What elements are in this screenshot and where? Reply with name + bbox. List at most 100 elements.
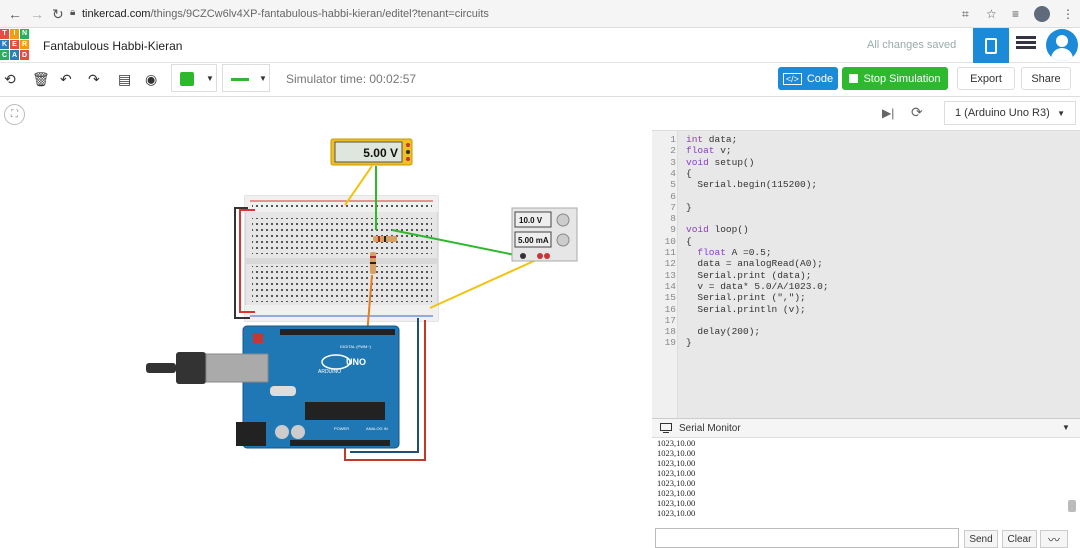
supply-voltage: 10.0 V: [519, 216, 543, 225]
serial-monitor-output[interactable]: [652, 438, 1080, 523]
line-number: 9: [670, 224, 676, 236]
code-button[interactable]: </> Code: [778, 67, 838, 90]
logo-letter: K: [0, 39, 9, 50]
redo-icon[interactable]: ↷: [88, 71, 100, 87]
line-number: 19: [664, 337, 676, 349]
circuit-drawing: 5.00 V 10.0 V 5.00 mA UNO ARDUINO DIGITA: [146, 138, 578, 461]
user-avatar[interactable]: [1046, 29, 1078, 61]
rotate-icon[interactable]: ⟲: [4, 71, 16, 87]
logo-letter: A: [10, 50, 19, 60]
line-number: 13: [664, 269, 676, 281]
export-button[interactable]: Export: [957, 67, 1015, 90]
line-number: 17: [664, 314, 676, 326]
delete-icon[interactable]: 🗑︎: [32, 71, 50, 87]
browser-profile-avatar[interactable]: [1034, 6, 1050, 22]
stop-simulation-button[interactable]: Stop Simulation: [842, 67, 948, 90]
code-line[interactable]: delay(200);: [686, 326, 761, 338]
line-number: 8: [670, 213, 676, 225]
code-line[interactable]: float A =0.5;: [697, 247, 772, 258]
send-button[interactable]: Send: [964, 530, 998, 548]
save-status: All changes saved: [867, 39, 957, 51]
debugger-icon[interactable]: ⟳: [911, 104, 923, 120]
logo-letter: R: [20, 39, 29, 50]
wire-color-picker[interactable]: ▼: [171, 64, 217, 92]
code-panel-toolbar: [652, 97, 1080, 131]
circuit-view-button[interactable]: [973, 28, 1009, 63]
serial-monitor-scrollbar[interactable]: [1068, 500, 1076, 512]
line-number: 5: [670, 179, 676, 191]
code-line[interactable]: void setup(): [686, 156, 755, 168]
breadboard[interactable]: [244, 195, 439, 322]
tinkercad-logo[interactable]: T I N K E R C A D: [0, 29, 29, 60]
serial-output-line: 1023,10.00: [657, 438, 696, 448]
code-line[interactable]: Serial.begin(115200);: [686, 179, 818, 191]
code-line[interactable]: Serial.println (v);: [686, 303, 806, 315]
reading-list-icon[interactable]: ≡: [1012, 7, 1020, 21]
reload-icon[interactable]: ↻: [52, 6, 64, 22]
translate-icon[interactable]: ⌗: [962, 7, 969, 21]
undo-icon[interactable]: ↶: [60, 71, 72, 87]
wire-style-icon: [231, 78, 249, 81]
arduino-model-label: UNO: [346, 357, 366, 367]
logo-letter: N: [20, 29, 29, 39]
serial-monitor-header[interactable]: [652, 418, 1080, 438]
code-line[interactable]: {: [686, 167, 692, 179]
line-number: 6: [670, 190, 676, 202]
components-list-icon[interactable]: [1016, 36, 1036, 54]
serial-output-line: 1023,10.00: [657, 478, 696, 488]
chevron-down-icon[interactable]: ▼: [1062, 423, 1070, 432]
code-line[interactable]: }: [686, 201, 692, 213]
code-line[interactable]: void loop(): [686, 224, 749, 236]
logo-letter: D: [20, 50, 29, 60]
browser-toolbar: ← → ↻ 🔒︎ tinkercad.com/things/9CZCw6lv4X…: [0, 0, 1080, 28]
serial-input[interactable]: [655, 528, 959, 548]
address-bar[interactable]: tinkercad.com/things/9CZCw6lv4XP-fantabu…: [82, 8, 489, 20]
chevron-down-icon: ▼: [1057, 108, 1065, 118]
multimeter[interactable]: 5.00 V: [330, 138, 413, 166]
code-line[interactable]: v = data* 5.0/A/1023.0;: [686, 280, 829, 292]
resistor[interactable]: [370, 252, 376, 274]
line-number: 4: [670, 167, 676, 179]
lock-icon: 🔒︎: [70, 7, 76, 18]
code-line[interactable]: {: [686, 235, 692, 247]
wire-type-picker[interactable]: ▼: [222, 64, 270, 92]
serial-output-line: 1023,10.00: [657, 488, 696, 498]
share-button[interactable]: Share: [1021, 67, 1071, 90]
board-selector[interactable]: 1 (Arduino Uno R3) ▼: [944, 101, 1076, 125]
simulator-time: Simulator time: 00:02:57: [286, 72, 417, 86]
graph-icon[interactable]: 〰: [1040, 530, 1068, 548]
bookmark-star-icon[interactable]: ☆: [986, 7, 997, 21]
power-supply[interactable]: 10.0 V 5.00 mA: [511, 207, 578, 262]
app-header: [0, 28, 1080, 63]
color-swatch: [180, 72, 194, 86]
serial-output-line: 1023,10.00: [657, 448, 696, 458]
line-number-gutter: [652, 131, 678, 418]
back-icon[interactable]: ←: [8, 6, 22, 22]
arduino-board[interactable]: UNO ARDUINO DIGITAL (PWM~) POWER ANALOG …: [146, 325, 400, 449]
serial-output-line: 1023,10.00: [657, 508, 696, 518]
circuit-canvas[interactable]: [0, 97, 652, 548]
serial-output-line: 1023,10.00: [657, 458, 696, 468]
browser-menu-icon[interactable]: ⋮: [1062, 7, 1074, 21]
resistor[interactable]: [373, 236, 397, 242]
code-line[interactable]: Serial.print (data);: [686, 269, 812, 281]
chevron-down-icon: ▼: [259, 74, 267, 83]
multimeter-reading: 5.00 V: [363, 146, 398, 160]
design-title[interactable]: Fantabulous Habbi-Kieran: [43, 39, 183, 53]
line-number: 1: [670, 134, 676, 145]
code-editor[interactable]: [652, 131, 1080, 418]
chevron-down-icon: ▼: [206, 74, 214, 83]
code-line[interactable]: int data;: [686, 134, 738, 145]
code-line[interactable]: float v;: [686, 145, 732, 157]
zoom-fit-icon[interactable]: ⛶: [4, 104, 25, 125]
clear-button[interactable]: Clear: [1002, 530, 1037, 548]
arduino-analog-label: ANALOG IN: [366, 426, 388, 431]
monitor-icon: [660, 423, 672, 433]
notes-icon[interactable]: ▤: [118, 71, 132, 87]
forward-icon[interactable]: →: [30, 6, 44, 22]
code-line[interactable]: Serial.print (",");: [686, 292, 806, 304]
eye-icon[interactable]: ◉: [145, 71, 158, 87]
code-line[interactable]: }: [686, 337, 692, 349]
upload-run-icon[interactable]: ▶︎|: [882, 106, 895, 120]
code-line[interactable]: data = analogRead(A0);: [686, 258, 823, 270]
